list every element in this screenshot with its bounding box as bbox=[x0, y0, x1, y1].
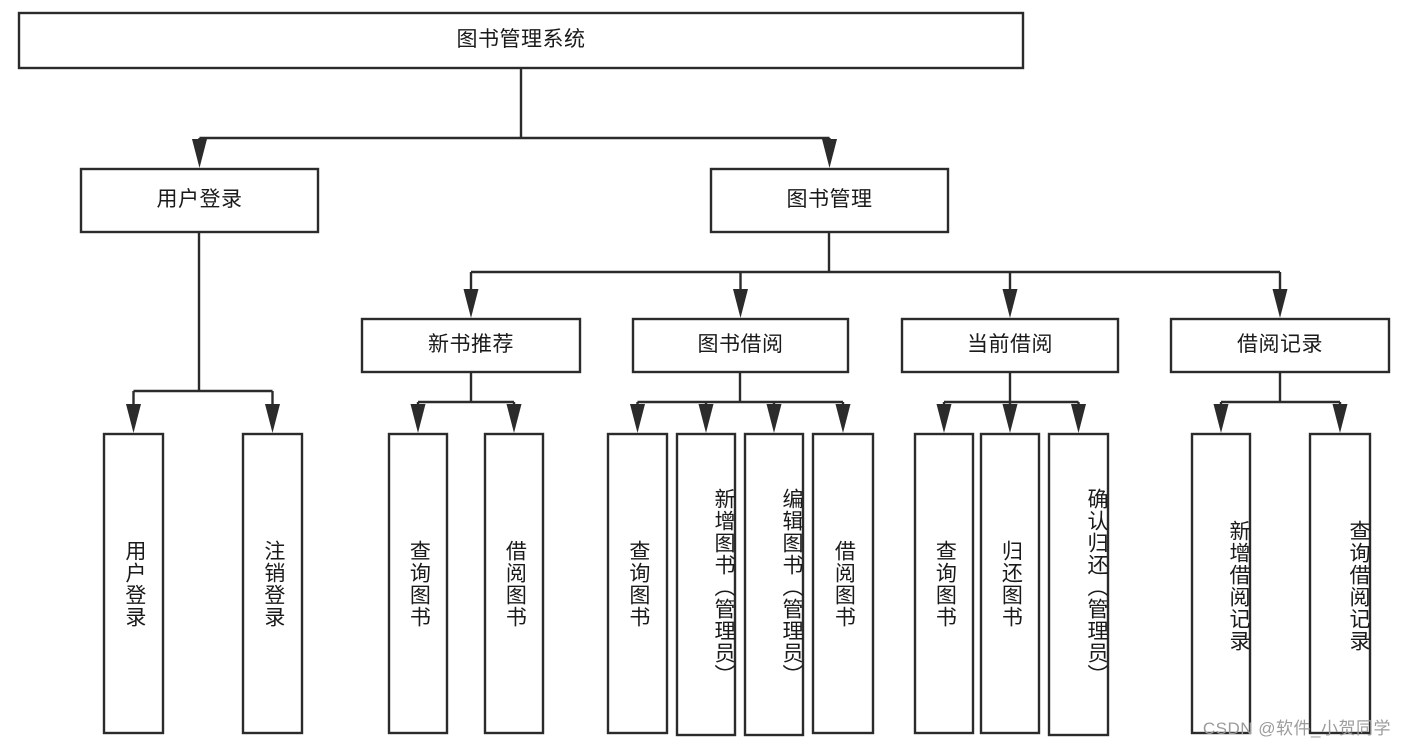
arrow-head-icon bbox=[766, 404, 782, 433]
arrow-head-icon bbox=[1213, 404, 1229, 433]
arrow-head-icon bbox=[1002, 289, 1018, 318]
arrow-head-icon bbox=[698, 404, 714, 433]
arrow-head-icon bbox=[822, 139, 837, 168]
node-box-leaf-edit-book[interactable] bbox=[743, 432, 805, 737]
nodes-layer bbox=[17, 11, 1391, 737]
arrow-head-icon bbox=[1071, 404, 1086, 433]
node-box-current-borrow[interactable] bbox=[900, 317, 1120, 374]
edge-group-book-borrow bbox=[630, 372, 851, 433]
node-box-leaf-add-record[interactable] bbox=[1190, 432, 1252, 735]
arrow-head-icon bbox=[733, 289, 748, 318]
edge-group-borrow-record bbox=[1213, 372, 1348, 433]
node-box-leaf-add-book[interactable] bbox=[675, 432, 737, 737]
arrow-head-icon bbox=[630, 404, 645, 433]
node-box-borrow-record[interactable] bbox=[1169, 317, 1391, 374]
node-box-leaf-borrow-book-2[interactable] bbox=[811, 432, 875, 735]
arrow-head-icon bbox=[192, 139, 207, 168]
node-box-leaf-query-book-3[interactable] bbox=[913, 432, 975, 735]
edge-group-current-borrow bbox=[936, 372, 1086, 433]
arrow-head-icon bbox=[1002, 404, 1018, 433]
node-box-book-manage[interactable] bbox=[709, 167, 950, 234]
node-box-leaf-query-record[interactable] bbox=[1308, 432, 1372, 735]
arrow-head-icon bbox=[265, 404, 280, 433]
arrow-head-icon bbox=[835, 404, 851, 433]
node-box-leaf-logout[interactable] bbox=[241, 432, 304, 735]
arrow-head-icon bbox=[1272, 289, 1288, 318]
node-box-leaf-query-book-2[interactable] bbox=[606, 432, 669, 735]
arrow-head-icon bbox=[506, 404, 522, 433]
edges-layer bbox=[126, 68, 1348, 433]
node-box-leaf-query-book-1[interactable] bbox=[387, 432, 449, 735]
edge-group-user-login bbox=[126, 232, 280, 433]
edge-group-book-manage bbox=[463, 232, 1288, 318]
node-box-book-borrow[interactable] bbox=[631, 317, 850, 374]
arrow-head-icon bbox=[1332, 404, 1348, 433]
node-box-leaf-user-login[interactable] bbox=[102, 432, 165, 735]
node-box-leaf-confirm-return[interactable] bbox=[1047, 432, 1110, 737]
node-box-new-book-rec[interactable] bbox=[360, 317, 582, 374]
arrow-head-icon bbox=[463, 289, 479, 318]
node-box-leaf-borrow-book-1[interactable] bbox=[483, 432, 545, 735]
arrow-head-icon bbox=[936, 404, 952, 433]
edge-group-root bbox=[192, 68, 837, 168]
node-box-root[interactable] bbox=[17, 11, 1025, 70]
arrow-head-icon bbox=[126, 404, 141, 433]
edge-group-new-book-rec bbox=[410, 372, 522, 433]
watermark-text: CSDN @软件_小贺同学 bbox=[1202, 719, 1391, 738]
node-box-user-login[interactable] bbox=[79, 167, 320, 234]
node-box-leaf-return-book[interactable] bbox=[979, 432, 1041, 735]
arrow-head-icon bbox=[410, 404, 426, 433]
